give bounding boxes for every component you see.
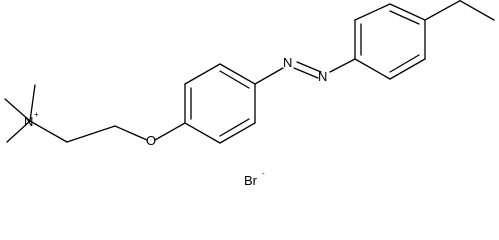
ring2-double-bond <box>389 54 420 73</box>
azo-group <box>254 58 356 85</box>
ammonium-charge-label: + <box>34 110 39 119</box>
ring2-bond <box>354 3 391 21</box>
ring2-bond <box>354 58 391 80</box>
trimethylammonium-group <box>4 84 68 143</box>
benzene-ring-1 <box>184 63 256 144</box>
ethoxy-linker <box>66 122 186 143</box>
n-aryl-bond <box>329 58 356 73</box>
ethyl-group <box>424 0 495 21</box>
aryl-n-bond <box>254 67 284 85</box>
aryl-ch2-bond <box>424 0 461 21</box>
ring1-double-bond <box>219 70 250 89</box>
ring2-bond <box>389 3 426 21</box>
methyl-bond-2 <box>4 98 31 122</box>
n-ch2-bond <box>29 120 68 143</box>
n-n-double-bond <box>296 61 322 73</box>
ether-oxygen-label: O <box>146 133 156 148</box>
chemical-structure: N + O N N Br - <box>4 0 495 188</box>
bromide-charge-label: - <box>262 169 265 178</box>
ammonium-nitrogen-label: N <box>24 114 33 129</box>
ch2-o-bond <box>114 125 148 141</box>
ring1-bond <box>219 122 256 144</box>
ring1-bond <box>184 122 221 144</box>
methyl-bond-1 <box>29 84 36 122</box>
n-n-double-bond <box>293 67 319 79</box>
ch2-ch3-bond <box>459 0 495 21</box>
azo-nitrogen-1-label: N <box>283 55 292 70</box>
bromide-label: Br <box>244 173 258 188</box>
ring1-bond <box>184 63 221 85</box>
ring1-double-bond <box>219 118 250 137</box>
ch2-ch2-bond <box>66 125 116 143</box>
ring2-double-bond <box>389 10 420 25</box>
o-aryl-bond <box>154 122 186 141</box>
benzene-ring-2 <box>354 3 426 80</box>
methyl-bond-3 <box>6 120 31 143</box>
ring1-bond <box>219 63 256 85</box>
azo-nitrogen-2-label: N <box>318 69 327 84</box>
ring2-bond <box>389 58 426 80</box>
